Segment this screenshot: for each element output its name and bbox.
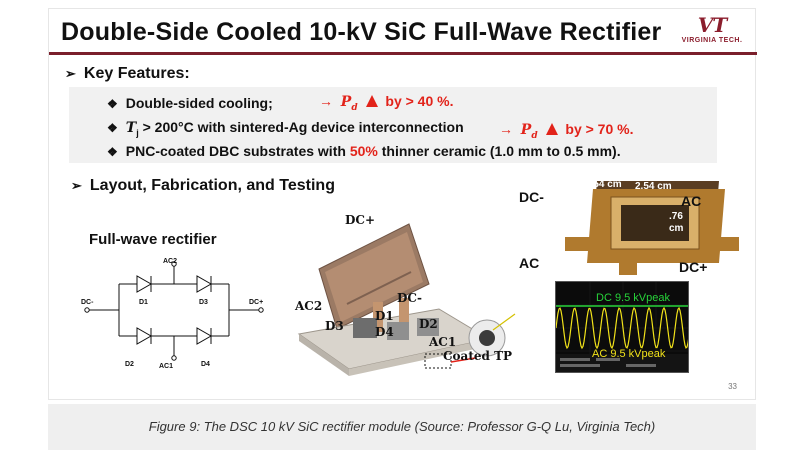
- pointer-arrow-icon: ➢: [71, 178, 82, 193]
- logo-text: VIRGINIA TECH.: [681, 37, 743, 44]
- module-render-image: [297, 223, 516, 376]
- label-ac1: AC1: [159, 363, 173, 370]
- diamond-bullet-icon: ❖: [107, 121, 118, 135]
- module-label-d4: D4: [375, 325, 394, 339]
- sic-module-photo: [559, 177, 739, 277]
- pointer-arrow-icon: ➢: [65, 66, 76, 81]
- diamond-bullet-icon: ❖: [107, 97, 118, 111]
- feature-bullet-3: ❖PNC-coated DBC substrates with 50% thin…: [107, 143, 621, 159]
- scope-waveforms: [556, 282, 688, 372]
- dimension-b: 2.54 cm: [635, 181, 672, 192]
- slide: Double-Side Cooled 10-kV SiC Full-Wave R…: [48, 8, 757, 400]
- vt-logo-icon: VT: [697, 13, 727, 37]
- module-label-coated-tp: Coated TP: [443, 349, 513, 363]
- key-features-heading: ➢Key Features:: [65, 65, 190, 82]
- figure-caption-bar: Figure 9: The DSC 10 kV SiC rectifier mo…: [48, 404, 756, 450]
- layout-heading: ➢Layout, Fabrication, and Testing: [71, 177, 335, 194]
- label-ac2: AC2: [163, 258, 177, 265]
- feature-bullet-1: ❖Double-sided cooling;: [107, 95, 273, 111]
- feature-callout-1: → Pd by > 40 %.: [319, 93, 454, 113]
- dimension-a: 2.54 cm: [585, 179, 622, 190]
- terminal-ac-top: AC: [681, 193, 702, 209]
- module-label-dc-plus: DC+: [345, 213, 376, 227]
- right-arrow-icon: →: [499, 121, 513, 137]
- features-panel: [69, 87, 717, 163]
- label-d3: D3: [199, 299, 208, 306]
- label-d4: D4: [201, 361, 210, 368]
- figure-caption: Figure 9: The DSC 10 kV SiC rectifier mo…: [148, 419, 656, 434]
- diode-d1: [136, 275, 153, 293]
- rectifier-circuit-diagram: AC2 AC1 DC- DC+ D1 D3 D2 D4: [81, 258, 264, 370]
- module-label-d1: D1: [375, 309, 394, 323]
- label-dc-minus: DC-: [81, 299, 94, 306]
- dimension-c: .76: [669, 211, 683, 222]
- virginia-tech-logo: VT VIRGINIA TECH.: [675, 15, 749, 51]
- scope-ac-label: AC 9.5 kVpeak: [592, 348, 666, 360]
- terminal-dc-plus: DC+: [679, 259, 708, 275]
- slide-title-bar: Double-Side Cooled 10-kV SiC Full-Wave R…: [49, 9, 757, 55]
- terminal-ac-left: AC: [519, 255, 540, 271]
- module-label-d2: D2: [419, 317, 438, 331]
- module-label-ac2: AC2: [295, 299, 323, 313]
- diamond-bullet-icon: ❖: [107, 145, 118, 159]
- label-d1: D1: [139, 299, 148, 306]
- diode-d2: [136, 327, 153, 345]
- right-arrow-icon: →: [319, 93, 333, 109]
- scope-dc-label: DC 9.5 kVpeak: [596, 292, 670, 304]
- module-label-ac1: AC1: [429, 335, 457, 349]
- module-label-dc-minus: DC-: [397, 291, 422, 305]
- up-arrow-icon: [365, 95, 378, 107]
- diode-d4: [196, 327, 213, 345]
- label-d2: D2: [125, 361, 134, 368]
- oscilloscope-screenshot: DC 9.5 kVpeak AC 9.5 kVpeak: [555, 281, 689, 373]
- diode-d3: [196, 275, 213, 293]
- terminal-dc-minus: DC-: [519, 189, 544, 205]
- dimension-c-unit: cm: [669, 223, 684, 234]
- label-dc-plus: DC+: [249, 299, 263, 306]
- module-label-d3: D3: [325, 319, 344, 333]
- feature-callout-2: → Pd by > 70 %.: [499, 121, 634, 141]
- slide-title: Double-Side Cooled 10-kV SiC Full-Wave R…: [61, 18, 662, 46]
- circuit-title: Full-wave rectifier: [89, 231, 217, 248]
- up-arrow-icon: [545, 123, 558, 135]
- feature-bullet-2: ❖Tj > 200°C with sintered-Ag device inte…: [107, 119, 464, 138]
- page-number: 33: [728, 382, 737, 391]
